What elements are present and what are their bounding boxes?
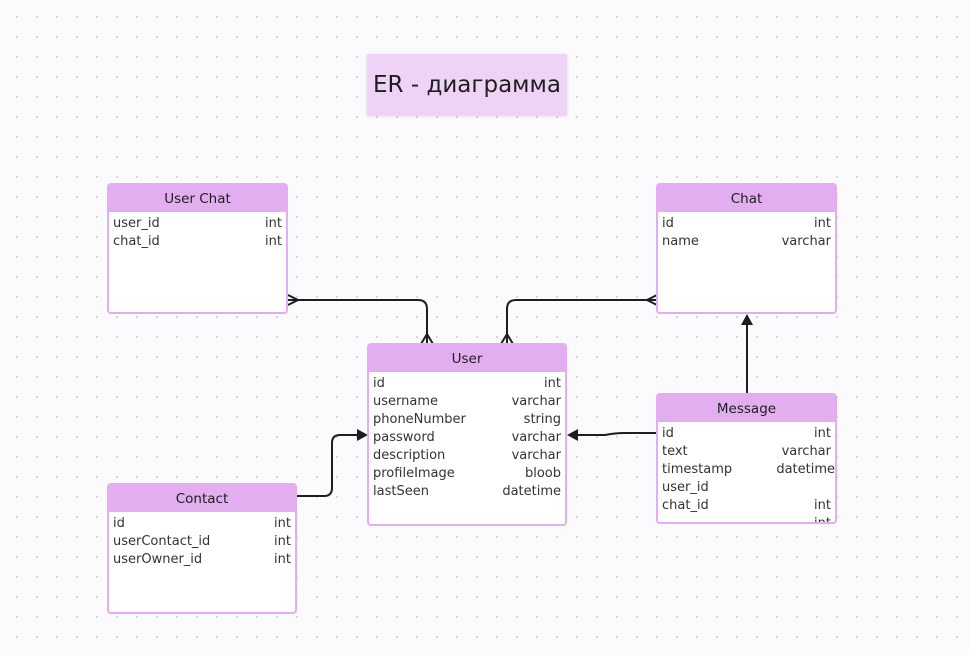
- field-type: varchar: [511, 448, 561, 463]
- field-row[interactable]: id int: [373, 375, 561, 393]
- field-type: int: [274, 552, 291, 567]
- crowfoot-userchat: [287, 294, 301, 306]
- field-type: string: [523, 412, 561, 427]
- relation-contact-user[interactable]: [297, 434, 358, 497]
- field-row[interactable]: timestamp datetime: [662, 461, 835, 479]
- entity-message[interactable]: Message id int text varchar timestamp da…: [656, 393, 837, 524]
- relation-message-user[interactable]: [578, 432, 657, 436]
- field-name: userContact_id: [113, 534, 211, 549]
- relation-user-userchat[interactable]: [288, 299, 428, 344]
- field-type: int: [814, 216, 831, 231]
- arrowhead-chat: [741, 314, 753, 325]
- field-row[interactable]: id int: [113, 515, 291, 533]
- diagram-title[interactable]: ER - диаграмма: [367, 54, 567, 115]
- field-type: datetime: [502, 484, 561, 499]
- field-type: int: [265, 234, 282, 249]
- entity-header: User Chat: [109, 185, 286, 212]
- entity-header: Chat: [658, 185, 835, 212]
- field-type: varchar: [781, 444, 831, 459]
- entity-name: User: [451, 350, 483, 367]
- field-row[interactable]: lastSeen datetime: [373, 483, 561, 501]
- field-name: phoneNumber: [373, 412, 466, 427]
- field-row[interactable]: profileImage bloob: [373, 465, 561, 483]
- field-name: password: [373, 430, 435, 445]
- field-name: id: [113, 516, 125, 531]
- entity-name: User Chat: [164, 190, 231, 207]
- field-row[interactable]: password varchar: [373, 429, 561, 447]
- field-row[interactable]: id int: [662, 425, 835, 443]
- field-name: text: [662, 444, 688, 459]
- field-type: int: [814, 498, 831, 513]
- field-name: lastSeen: [373, 484, 429, 499]
- field-type: bloob: [524, 466, 561, 481]
- field-name: chat_id: [662, 498, 709, 513]
- field-type: int: [274, 534, 291, 549]
- entity-name: Chat: [730, 190, 763, 207]
- field-row[interactable]: int: [662, 515, 835, 524]
- field-name: profileImage: [373, 466, 455, 481]
- entity-header: User: [369, 345, 565, 372]
- field-type: varchar: [511, 430, 561, 445]
- field-name: userOwner_id: [113, 552, 203, 567]
- field-type: int: [814, 516, 831, 524]
- entity-name: Contact: [175, 490, 229, 507]
- entity-header: Contact: [109, 485, 295, 512]
- field-name: id: [373, 376, 385, 391]
- field-row[interactable]: chat_id int: [113, 233, 282, 251]
- entity-user-chat[interactable]: User Chat user_id int chat_id int: [107, 183, 288, 314]
- field-type: datetime: [776, 462, 835, 477]
- crowfoot-user-top-right: [500, 332, 514, 345]
- field-row[interactable]: text varchar: [662, 443, 835, 461]
- field-type: varchar: [781, 234, 831, 249]
- field-name: name: [662, 234, 699, 249]
- crowfoot-chat: [644, 294, 658, 306]
- field-name: username: [373, 394, 438, 409]
- relation-user-chat[interactable]: [506, 299, 657, 344]
- field-row[interactable]: description varchar: [373, 447, 561, 465]
- entity-header: Message: [658, 395, 835, 422]
- field-type: int: [814, 426, 831, 441]
- field-type: int: [544, 376, 561, 391]
- field-name: user_id: [113, 216, 160, 231]
- field-row[interactable]: chat_id int: [662, 497, 835, 515]
- field-type: varchar: [511, 394, 561, 409]
- diagram-title-text: ER - диаграмма: [373, 71, 561, 98]
- field-name: chat_id: [113, 234, 160, 249]
- field-name: id: [662, 426, 674, 441]
- crowfoot-user-top-left: [420, 332, 434, 345]
- field-row[interactable]: userContact_id int: [113, 533, 291, 551]
- entity-contact[interactable]: Contact id int userContact_id int userOw…: [107, 483, 297, 614]
- entity-name: Message: [716, 400, 777, 417]
- arrowhead-user-right: [567, 429, 578, 441]
- field-row[interactable]: user_id: [662, 479, 835, 497]
- entity-user[interactable]: User id int username varchar phoneNumber…: [367, 343, 567, 526]
- field-row[interactable]: phoneNumber string: [373, 411, 561, 429]
- field-row[interactable]: user_id int: [113, 215, 282, 233]
- field-name: id: [662, 216, 674, 231]
- field-row[interactable]: username varchar: [373, 393, 561, 411]
- field-row[interactable]: name varchar: [662, 233, 831, 251]
- field-type: int: [274, 516, 291, 531]
- arrowhead-user-left: [357, 429, 368, 441]
- field-type: int: [265, 216, 282, 231]
- field-name: description: [373, 448, 446, 463]
- field-name: user_id: [662, 480, 709, 495]
- field-row[interactable]: userOwner_id int: [113, 551, 291, 569]
- field-row[interactable]: id int: [662, 215, 831, 233]
- entity-chat[interactable]: Chat id int name varchar: [656, 183, 837, 314]
- field-name: timestamp: [662, 462, 733, 477]
